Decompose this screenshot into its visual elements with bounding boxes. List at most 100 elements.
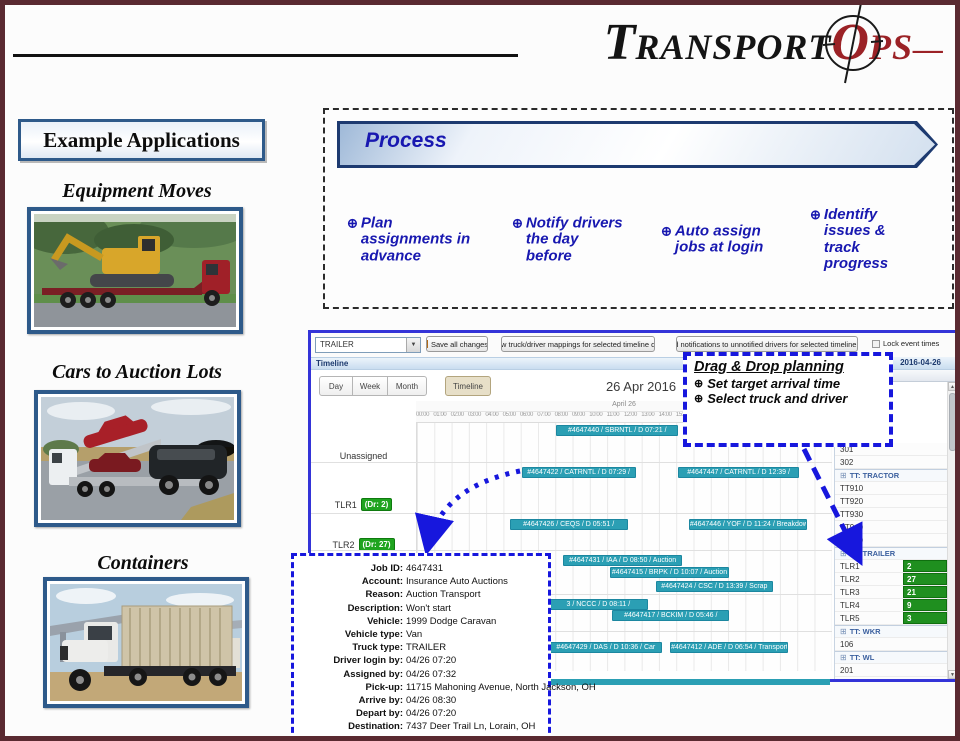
- timeline-job-bar[interactable]: #4647417 / BCKIM / D 05:46 /: [612, 610, 730, 621]
- process-step-3: ⊕Auto assign jobs at login: [661, 222, 764, 256]
- job-field-row: Vehicle:1999 Dodge Caravan: [297, 615, 545, 628]
- logo-t: T: [603, 14, 636, 71]
- job-field-value: 04/26 07:32: [406, 668, 457, 680]
- truck-type-dropdown[interactable]: TRAILER ▼: [315, 337, 421, 353]
- driver-no-badge: 3: [903, 612, 947, 624]
- panel-row-label: 106: [840, 639, 854, 649]
- excavator-truck-image: [34, 214, 236, 327]
- expand-icon[interactable]: ⊞: [840, 627, 847, 636]
- save-all-changes-button[interactable]: Save all changes: [426, 336, 488, 352]
- chevron-down-icon[interactable]: ▼: [406, 338, 420, 352]
- scroll-up-icon[interactable]: ▲: [948, 382, 955, 391]
- view-month-button[interactable]: Month: [387, 376, 427, 396]
- save-icon: [427, 340, 428, 348]
- timeline-job-bar[interactable]: #4647422 / CATRNTL / D 07:29 /: [521, 467, 636, 478]
- panel-truck-row[interactable]: TLR5 3: [835, 612, 947, 625]
- process-steps: ⊕Plan assignments in advance ⊕Notify dri…: [337, 180, 944, 299]
- section-label-equipment: Equipment Moves: [62, 180, 212, 202]
- timeline-job-bar[interactable]: #4647412 / ADE / D 06:54 / Transport: [670, 642, 788, 653]
- process-title-banner: Process: [337, 121, 938, 168]
- panel-truck-row[interactable]: TT910: [835, 482, 947, 495]
- job-field-label: Pick-up:: [365, 681, 403, 693]
- panel-truck-row[interactable]: TT920: [835, 495, 947, 508]
- timeline-job-bar[interactable]: #4647440 / SBRNTL / D 07:21 /: [556, 425, 679, 436]
- panel-truck-row[interactable]: 202: [835, 677, 947, 679]
- job-field-value: 1999 Dodge Caravan: [406, 615, 497, 627]
- process-flow-box: Process ⊕Plan assignments in advance ⊕No…: [323, 108, 954, 309]
- job-field-label: Account:: [361, 576, 403, 588]
- timeline-job-bar[interactable]: #4647415 / BRPK / D 10:07 / Auction: [609, 567, 730, 578]
- panel-truck-row[interactable]: 302: [835, 456, 947, 469]
- driver-no-badge: 2: [903, 560, 947, 572]
- panel-row-label: TT: TRAILER: [849, 549, 896, 558]
- panel-truck-row[interactable]: TT940: [835, 521, 947, 534]
- view-mappings-button[interactable]: View truck/driver mappings for selected …: [501, 336, 655, 352]
- expand-icon[interactable]: ⊞: [840, 549, 847, 558]
- hour-tick: 11:00: [606, 412, 620, 418]
- scroll-down-icon[interactable]: ▼: [948, 670, 955, 679]
- panel-group-header[interactable]: ⊞TT: TRACTOR: [835, 469, 947, 482]
- panel-group-header[interactable]: ⊞TT: TRAILER: [835, 547, 947, 560]
- timeline-job-bar[interactable]: #4647424 / CSC / D 13:39 / Scrap: [655, 581, 774, 592]
- lock-event-times-checkbox[interactable]: Lock event times: [872, 339, 939, 348]
- crosshair-bullet-icon: ⊕: [694, 378, 704, 390]
- panel-row-label: TT: WL: [849, 653, 875, 662]
- timeline-job-bar[interactable]: #4647429 / DAS / D 10:36 / Car: [549, 642, 662, 653]
- job-field-label: Truck type:: [352, 642, 403, 654]
- job-field-label: Description:: [347, 602, 403, 614]
- driver-no-badge: 27: [903, 573, 947, 585]
- timeline-date: 26 Apr 2016: [605, 379, 677, 394]
- send-notifications-button[interactable]: Send notifications to unnotified drivers…: [676, 336, 858, 352]
- job-field-row: Account:Insurance Auto Auctions: [297, 575, 545, 588]
- panel-row-label: TT: TRACTOR: [849, 471, 900, 480]
- hour-tick: 05:00: [502, 412, 516, 418]
- panel-group-header[interactable]: ⊞TT: WL: [835, 651, 947, 664]
- panel-row-label: 302: [840, 457, 854, 467]
- panel-truck-row[interactable]: TT950: [835, 534, 947, 547]
- section-label-containers: Containers: [97, 552, 189, 574]
- job-field-value: 11715 Mahoning Avenue, North Jackson, OH: [406, 681, 596, 693]
- panel-row-label: 202: [840, 679, 947, 680]
- job-field-row: Destination:7437 Deer Trail Ln, Lorain, …: [297, 720, 545, 733]
- panel-truck-row[interactable]: TT930: [835, 508, 947, 521]
- hour-tick: 06:00: [519, 412, 533, 418]
- section-label-cars: Cars to Auction Lots: [52, 361, 222, 383]
- checkbox-icon[interactable]: [872, 339, 880, 348]
- day-group-header: April 26: [416, 401, 832, 412]
- scroll-thumb[interactable]: [949, 393, 955, 451]
- timeline-job-bar[interactable]: 3 / NCCC / D 08:11 /: [548, 599, 648, 610]
- header-rule: [13, 54, 518, 57]
- view-week-button[interactable]: Week: [352, 376, 388, 396]
- job-field-value: 04/26 07:20: [406, 708, 457, 720]
- panel-truck-row[interactable]: 201: [835, 664, 947, 677]
- timeline-job-bar[interactable]: #4647431 / IAA / D 08:50 / Auction: [563, 555, 683, 566]
- job-field-row: Truck type:TRAILER: [297, 641, 545, 654]
- job-field-value: 04/26 08:30: [406, 695, 457, 707]
- timeline-job-bar[interactable]: #4647446 / YOF / D 11:24 / Breakdown: [688, 519, 808, 530]
- panel-row-label: TLR5: [840, 613, 860, 623]
- job-field-value: Won't start: [406, 602, 451, 614]
- hour-tick: 02:00: [450, 412, 464, 418]
- driver-no-badge: 9: [903, 599, 947, 611]
- drag-drop-callout: Drag & Drop planning ⊕Set target arrival…: [683, 352, 893, 447]
- job-field-row: Description:Won't start: [297, 602, 545, 615]
- process-step-1: ⊕Plan assignments in advance: [347, 213, 471, 264]
- timeline-job-bar[interactable]: #4647426 / CEQS / D 05:51 /: [509, 519, 628, 530]
- panel-group-header[interactable]: ⊞TT: WKR: [835, 625, 947, 638]
- panel-scrollbar[interactable]: ▲ ▼: [947, 382, 955, 679]
- hour-tick: 04:00: [485, 412, 499, 418]
- expand-icon[interactable]: ⊞: [840, 471, 847, 480]
- horizontal-scrollbar[interactable]: [313, 679, 830, 685]
- panel-truck-row[interactable]: 106: [835, 638, 947, 651]
- timeline-job-bar[interactable]: #4647447 / CATRNTL / D 12:39 /: [678, 467, 799, 478]
- view-day-button[interactable]: Day: [319, 376, 353, 396]
- job-field-row: Pick-up:11715 Mahoning Avenue, North Jac…: [297, 681, 596, 694]
- crosshair-bullet-icon: ⊕: [661, 223, 672, 238]
- view-timeline-button[interactable]: Timeline: [445, 376, 491, 396]
- job-field-value: Insurance Auto Auctions: [406, 576, 508, 588]
- expand-icon[interactable]: ⊞: [840, 653, 847, 662]
